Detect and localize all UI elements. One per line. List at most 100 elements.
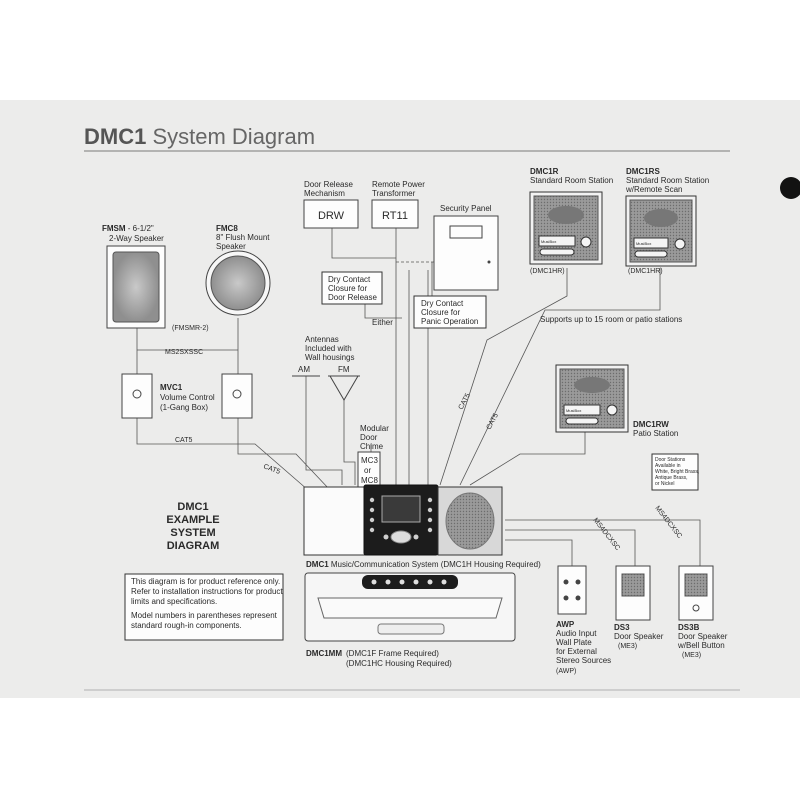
wire-ds3b: [505, 519, 701, 566]
ds3b-desc1: Door Speaker: [678, 632, 728, 641]
either-label: Either: [372, 318, 393, 327]
wire-mvc1-right: [237, 418, 331, 491]
dmc1rw-desc: Patio Station: [633, 429, 678, 438]
wire-awp: [505, 539, 573, 566]
rt11-text: RT11: [382, 210, 408, 222]
antennas-label-2: Included with: [305, 344, 352, 353]
note-line-3: limits and specifications.: [131, 597, 217, 606]
dmc1r-desc: Standard Room Station: [530, 176, 613, 185]
chime-label-1: Modular: [360, 424, 389, 433]
ds3b-roughin: (ME3): [682, 652, 701, 659]
security-panel-display: [449, 225, 483, 239]
ds3-roughin: (ME3): [618, 643, 637, 650]
security-panel: [433, 215, 499, 291]
door-stations-note-5: or Nickel: [655, 481, 674, 487]
remote-power-label2: Transformer: [372, 189, 416, 198]
dry-contact-panic-box: [413, 295, 487, 329]
dry-contact-release-1: Dry Contact: [328, 275, 371, 284]
dmc1-label: DMC1 Music/Communication System (DMC1H H…: [306, 560, 541, 569]
chime-option-2: or: [364, 466, 371, 475]
wire-mvc1-left: [136, 418, 309, 491]
door-release-label1: Door Release: [304, 180, 353, 189]
ds3-grill: [621, 573, 645, 597]
fm-antenna-icon: [329, 375, 359, 401]
dmc1rs-roughin: (DMC1HR): [628, 268, 663, 275]
wire-dmc1rw: [469, 432, 586, 486]
ds3b-desc2: w/Bell Button: [677, 641, 725, 650]
fm-label: FM: [338, 365, 350, 374]
example-heading-3: SYSTEM: [170, 527, 215, 539]
reference-note-box: [124, 573, 284, 641]
note-line-2: Refer to installation instructions for p…: [131, 587, 283, 596]
chime-option-1: MC3: [361, 456, 378, 465]
ds3-model: DS3: [614, 623, 630, 632]
dmc1rs-station: MusiBox: [625, 195, 697, 267]
note-line-5: standard rough-in components.: [131, 621, 242, 630]
dry-contact-release-box: [321, 271, 383, 305]
fmc8-desc1: 8" Flush Mount: [216, 233, 270, 242]
dmc1rw-button-label: MusiBox: [566, 408, 581, 413]
mvc1-model: MVC1: [160, 383, 183, 392]
dmc1mm-unit: [304, 572, 516, 642]
binder-hole: [780, 177, 800, 199]
ds3-desc: Door Speaker: [614, 632, 664, 641]
wire-release-closure: [364, 300, 402, 319]
mvc1-left-knob-icon: [132, 389, 142, 399]
dry-contact-release-3: Door Release: [328, 293, 377, 302]
antennas-label-3: Wall housings: [305, 353, 355, 362]
fmc8-model: FMC8: [216, 224, 238, 233]
dmc1-display: [381, 495, 421, 523]
ds3b-model: DS3B: [678, 623, 700, 632]
dmc1-blank-panel: [303, 486, 367, 556]
wire-am: [305, 376, 343, 485]
dmc1r-model: DMC1R: [530, 167, 559, 176]
awp-roughin: (AWP): [556, 668, 576, 675]
diagram-title: DMC1 System Diagram: [84, 124, 315, 149]
door-stations-note-box: [651, 453, 699, 491]
door-release-label2: Mechanism: [304, 189, 345, 198]
dmc1-nav-wheel-icon: [390, 530, 412, 544]
ms2-label: MS2SXSSC: [165, 349, 203, 356]
dry-contact-panic-2: Closure for: [421, 308, 460, 317]
dmc1rw-model: DMC1RW: [633, 420, 669, 429]
example-heading-4: DIAGRAM: [167, 540, 220, 552]
awp-desc-1: Audio Input: [556, 629, 597, 638]
dmc1rs-model: DMC1RS: [626, 167, 660, 176]
chime-label-2: Door: [360, 433, 378, 442]
awp-desc-4: Stereo Sources: [556, 656, 611, 665]
example-heading-1: DMC1: [177, 501, 208, 513]
awp-plate: [557, 565, 587, 615]
supports-note: Supports up to 15 room or patio stations: [540, 315, 682, 324]
cat5-label-1: CAT5: [175, 437, 192, 444]
dmc1rw-knob-icon: [606, 404, 618, 416]
dmc1rw-station: MusiBox: [555, 364, 629, 433]
dmc1r-knob-icon: [580, 236, 592, 248]
security-panel-lock-icon: [487, 260, 491, 264]
security-panel-label: Security Panel: [440, 204, 492, 213]
dry-contact-release-2: Closure for: [328, 284, 367, 293]
note-line-4: Model numbers in parentheses represent: [131, 611, 278, 620]
fmsm-roughin: (FMSMR-2): [172, 325, 209, 332]
awp-desc-3: for External: [556, 647, 597, 656]
chime-option-3: MC8: [361, 476, 378, 485]
door-stations-note-4: Antique Brass,: [655, 475, 688, 481]
rt11-box: [371, 199, 419, 229]
mvc1-right-knob-icon: [232, 389, 242, 399]
wire-fm: [343, 400, 356, 485]
fmsm-label: FMSM - 6-1/2": [102, 224, 154, 233]
dmc1rs-desc1: Standard Room Station: [626, 176, 709, 185]
drw-box: [303, 199, 359, 229]
chime-label-3: Chime: [360, 442, 384, 451]
drw-text: DRW: [318, 210, 345, 222]
fmc8-speaker-grill: [210, 255, 266, 311]
awp-desc-2: Wall Plate: [556, 638, 592, 647]
ds3b-bell-button-icon: [692, 604, 700, 612]
dmc1r-roughin: (DMC1HR): [530, 268, 565, 275]
door-stations-note-2: Available in: [655, 463, 681, 469]
note-line-1: This diagram is for product reference on…: [131, 577, 280, 586]
dmc1mm-label: DMC1MM(DMC1F Frame Required): [306, 649, 439, 658]
dmc1rs-desc2: w/Remote Scan: [625, 185, 682, 194]
dmc1r-station: MusiBox: [529, 191, 603, 265]
